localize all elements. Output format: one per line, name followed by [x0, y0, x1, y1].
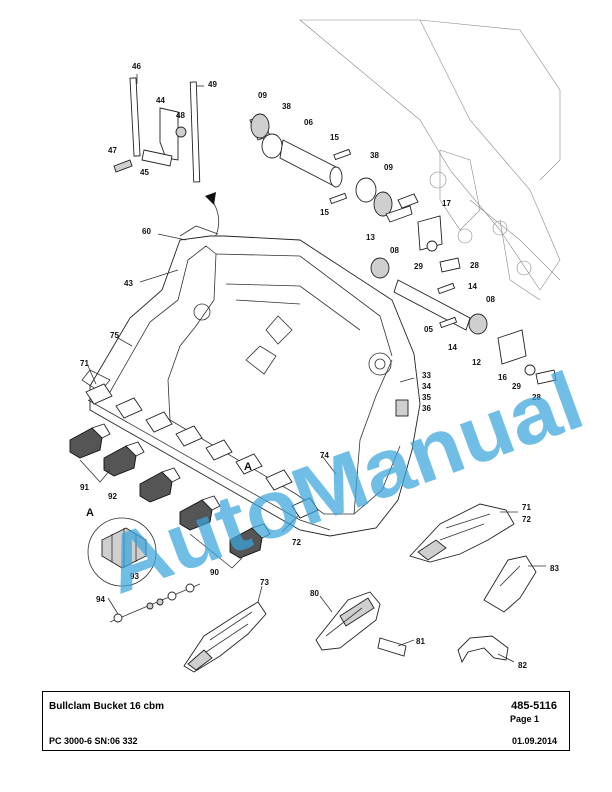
cap-83: [483, 555, 537, 613]
callout-labels: 46 44 48 49 47 45 09 38 06 15 38 09 15 1…: [80, 62, 559, 670]
callout-06: 06: [304, 118, 313, 127]
callout-29-lower: 29: [512, 382, 521, 391]
callout-34: 34: [422, 382, 431, 391]
callout-12: 12: [472, 358, 481, 367]
callout-46: 46: [132, 62, 141, 71]
callout-36: 36: [422, 404, 431, 413]
callout-74: 74: [320, 451, 329, 460]
cap-82: [457, 635, 509, 664]
callout-08-lower: 08: [486, 295, 495, 304]
callout-83: 83: [550, 564, 559, 573]
callout-94: 94: [96, 595, 105, 604]
callout-90: 90: [210, 568, 219, 577]
callout-16: 16: [498, 373, 507, 382]
tooth-adapter-71-72: [409, 503, 515, 563]
boom-linkage-outline: [299, 19, 561, 301]
page-number: Page 1: [509, 714, 539, 724]
callout-73: 73: [260, 578, 269, 587]
callout-93: 93: [130, 572, 139, 581]
wedge-81: [377, 637, 407, 657]
callout-33: 33: [422, 371, 431, 380]
callout-91: 91: [80, 483, 89, 492]
callout-92: 92: [108, 492, 117, 501]
callout-09-top: 09: [258, 91, 267, 100]
callout-05: 05: [424, 325, 433, 334]
callout-71-right: 71: [522, 503, 531, 512]
callout-08-upper: 08: [390, 246, 399, 255]
title-block: Bullclam Bucket 16 cbm 485-5116 Page 1 P…: [42, 691, 570, 751]
exploded-parts-diagram: 46 44 48 49 47 45 09 38 06 15 38 09 15 1…: [69, 19, 594, 673]
cutting-edge-segments: [85, 383, 319, 519]
bucket-teeth: [69, 423, 271, 569]
detail-a-marker: A: [244, 461, 252, 473]
bucket-clam-body: [81, 225, 421, 537]
callout-48: 48: [176, 111, 185, 120]
callout-60: 60: [142, 227, 151, 236]
callout-72-right: 72: [522, 515, 531, 524]
callout-28-lower: 28: [532, 393, 541, 402]
callout-45: 45: [140, 168, 149, 177]
callout-49: 49: [208, 80, 217, 89]
callout-80: 80: [310, 589, 319, 598]
callout-38-right: 38: [370, 151, 379, 160]
callout-13: 13: [366, 233, 375, 242]
pin-and-bushing-set: [249, 113, 557, 385]
document-number: 485-5116: [511, 700, 557, 712]
callout-14-upper: 14: [468, 282, 477, 291]
callout-29-upper: 29: [414, 262, 423, 271]
detail-a-inset-label: A: [86, 507, 94, 519]
callout-15-bottom: 15: [320, 208, 329, 217]
callout-81: 81: [416, 637, 425, 646]
callout-43: 43: [124, 279, 133, 288]
callout-44: 44: [156, 96, 165, 105]
callout-71-left: 71: [80, 359, 89, 368]
callout-09-right: 09: [384, 163, 393, 172]
document-title: Bullclam Bucket 16 cbm: [49, 701, 165, 712]
document-date: 01.09.2014: [511, 736, 557, 746]
leader-lines: [87, 233, 546, 663]
detail-a-inset: [87, 517, 157, 587]
machine-model: PC 3000-6 SN:06 332: [49, 736, 138, 746]
pin-assembly-94: [109, 583, 201, 623]
callout-47: 47: [108, 146, 117, 155]
callout-15-top: 15: [330, 133, 339, 142]
shroud-80: [315, 591, 381, 651]
bracket-assembly: [113, 74, 204, 183]
tooth-adapter-73: [183, 601, 267, 673]
callout-35: 35: [422, 393, 431, 402]
callout-17: 17: [442, 199, 451, 208]
callout-38-top: 38: [282, 102, 291, 111]
callout-82: 82: [518, 661, 527, 670]
callout-28-upper: 28: [470, 261, 479, 270]
callout-75: 75: [110, 331, 119, 340]
callout-72-lower: 72: [292, 538, 301, 547]
callout-14-lower: 14: [448, 343, 457, 352]
